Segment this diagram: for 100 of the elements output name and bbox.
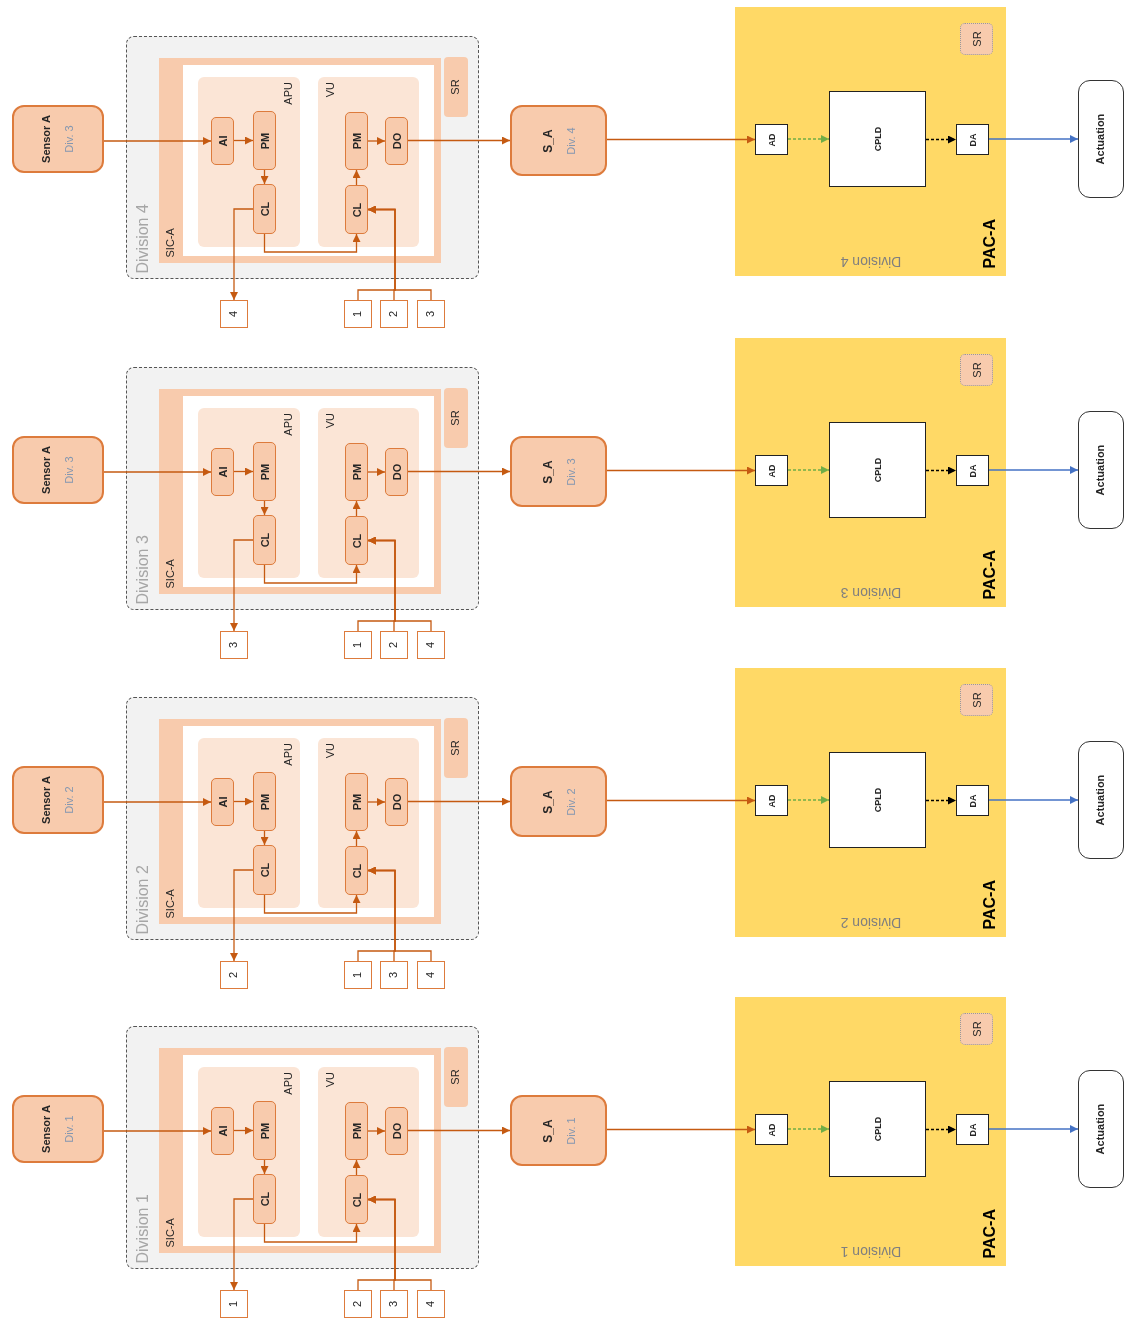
signal-label: S_A <box>539 1118 555 1143</box>
actuation-label: Actuation <box>1094 444 1108 496</box>
sensor-box <box>12 436 104 504</box>
sr-block <box>960 684 993 716</box>
connector-arrow <box>263 233 361 253</box>
sr-block <box>444 388 468 448</box>
connector-arrow <box>367 205 432 301</box>
connector-arrow <box>103 137 212 145</box>
actuation-label: Actuation <box>1094 774 1108 826</box>
block-label: SR <box>969 31 983 47</box>
connector-arrow <box>367 468 386 476</box>
vu-panel <box>318 77 419 247</box>
block-label: SR <box>969 1021 983 1037</box>
panel-label: APU <box>281 1072 295 1095</box>
pac-panel <box>735 997 1006 1266</box>
module-box <box>385 117 408 165</box>
connector-arrow <box>606 466 756 475</box>
apu-panel <box>198 738 300 908</box>
signal-label: Div. 4 <box>564 126 578 155</box>
connector-arrow <box>260 169 269 185</box>
connector-arrow <box>233 1126 254 1135</box>
sic-board <box>159 58 441 263</box>
panel-label: APU <box>281 743 295 766</box>
channel-box <box>344 961 372 989</box>
sensor-box <box>12 105 104 173</box>
module-label: DO <box>389 1122 403 1140</box>
module-box <box>253 772 276 831</box>
module-box <box>211 778 234 826</box>
connector-arrow <box>787 796 830 804</box>
component-box <box>956 785 989 816</box>
connector-arrow <box>407 136 511 145</box>
channel-box <box>344 631 372 659</box>
component-box <box>755 1114 788 1145</box>
component-box <box>829 422 926 518</box>
signal-label: Div. 3 <box>564 457 578 486</box>
module-label: AI <box>215 466 229 478</box>
channel-box <box>344 300 372 328</box>
module-label: AI <box>215 1125 229 1137</box>
component-label: CPLD <box>872 787 883 813</box>
pac-panel <box>735 668 1006 937</box>
component-box <box>956 455 989 486</box>
sensor-label: Div. 1 <box>62 1115 76 1143</box>
connector-arrow <box>787 135 830 143</box>
module-label: PM <box>257 463 271 480</box>
connector-arrow <box>230 208 254 301</box>
component-label: DA <box>967 133 978 146</box>
sensor-label: Div. 3 <box>62 125 76 153</box>
channel-box <box>417 300 445 328</box>
connector-arrow <box>103 468 212 476</box>
panel-label: APU <box>281 413 295 436</box>
block-label: SR <box>449 740 463 756</box>
connector-arrow <box>230 539 254 632</box>
component-label: DA <box>967 1123 978 1136</box>
connector-arrow <box>787 1125 830 1133</box>
component-box <box>956 1114 989 1145</box>
block-label: SR <box>449 1069 463 1085</box>
channel-label: 4 <box>424 1300 438 1308</box>
sr-block <box>444 1047 468 1107</box>
module-box <box>345 1175 368 1224</box>
division-label: Division 4 <box>840 254 901 270</box>
component-label: AD <box>766 794 777 807</box>
module-box <box>385 778 408 826</box>
connector-arrow <box>352 830 361 847</box>
module-box <box>345 1102 368 1160</box>
connector-arrow <box>263 894 361 914</box>
channel-box <box>417 961 445 989</box>
module-label: CL <box>257 201 271 217</box>
channel-label: 2 <box>387 310 401 318</box>
component-box <box>829 91 926 187</box>
channel-box <box>380 300 408 328</box>
channel-label: 3 <box>227 641 241 649</box>
actuation-box <box>1078 411 1124 529</box>
connector-arrow <box>263 564 361 584</box>
signal-box <box>510 105 607 176</box>
connector-arrow <box>103 798 212 806</box>
channel-label: 4 <box>424 641 438 649</box>
sensor-label: Div. 3 <box>62 456 76 484</box>
channel-label: 1 <box>351 310 365 318</box>
connector-arrow <box>233 136 254 145</box>
module-box <box>253 184 276 234</box>
sr-block <box>960 1013 993 1045</box>
connector-arrow <box>367 866 432 962</box>
component-label: AD <box>766 464 777 477</box>
module-box <box>253 845 276 895</box>
sensor-label: Sensor A <box>40 776 53 824</box>
signal-label: S_A <box>539 459 555 484</box>
channel-label: 4 <box>227 310 241 318</box>
module-label: PM <box>257 1122 271 1139</box>
connector-arrow <box>260 830 269 846</box>
panel-label: APU <box>281 82 295 105</box>
panel-label: VU <box>323 82 336 98</box>
module-box <box>385 448 408 496</box>
connector-arrow <box>988 135 1079 143</box>
module-label: DO <box>389 793 403 811</box>
sic-board <box>159 389 441 594</box>
module-label: PM <box>349 463 363 481</box>
vu-panel <box>318 408 419 578</box>
module-label: PM <box>349 1122 363 1140</box>
channel-label: 4 <box>424 971 438 979</box>
panel-label: PAC-A <box>978 218 998 268</box>
